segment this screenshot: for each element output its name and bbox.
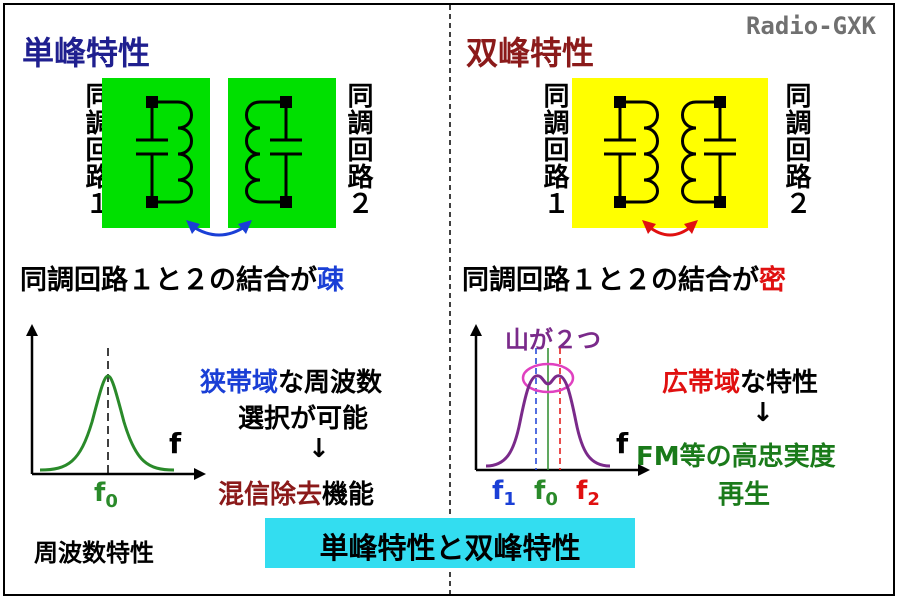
bottom-banner: 単峰特性と双峰特性 xyxy=(265,518,635,568)
right-peaks-ellipse xyxy=(521,362,575,394)
right-circuit2-label: 同調回路２ xyxy=(781,82,811,217)
right-circuit1-label: 同調回路１ xyxy=(539,82,569,217)
left-coupling-line: 同調回路１と２の結合が疎 xyxy=(20,258,344,297)
right-axis-f: f xyxy=(616,427,629,460)
left-desc-line1: 狭帯域な周波数 xyxy=(200,362,382,399)
watermark: Radio-GXK xyxy=(745,12,876,40)
right-f0: f0 xyxy=(534,476,558,510)
right-circuit-bg xyxy=(572,78,768,228)
left-coupling-text: 同調回路１と２の結合が xyxy=(20,265,317,296)
left-desc-rest4: 機能 xyxy=(322,480,375,510)
right-desc-rest1: な特性 xyxy=(740,368,819,398)
right-f2-sub: 2 xyxy=(587,489,600,511)
right-desc-line1: 広帯域な特性 xyxy=(662,362,818,399)
right-double-peak-curve xyxy=(485,374,611,468)
left-circuit-diagram xyxy=(102,78,336,237)
right-desc-highlight1: 広帯域 xyxy=(662,368,741,398)
left-coupling-word: 疎 xyxy=(317,265,344,296)
right-f2: f2 xyxy=(576,476,600,510)
right-f2-label: f xyxy=(576,476,588,506)
right-coupling-line: 同調回路１と２の結合が密 xyxy=(462,258,786,297)
left-f0-label: f xyxy=(94,478,106,508)
left-desc-line4: 混信除去機能 xyxy=(218,474,374,511)
left-coupling-arrow xyxy=(186,220,252,237)
right-coupling-text: 同調回路１と２の結合が xyxy=(462,265,759,296)
right-frequency-graph xyxy=(470,324,650,476)
left-desc-highlight1: 狭帯域 xyxy=(200,368,279,398)
right-coupling-arrow xyxy=(642,220,698,237)
left-tank1-schematic xyxy=(136,100,193,204)
right-desc-line3: FM等の高忠実度 xyxy=(636,442,836,472)
right-tank1-schematic xyxy=(604,100,659,204)
right-title: 双峰特性 xyxy=(466,34,595,72)
bottom-banner-text: 単峰特性と双峰特性 xyxy=(319,531,581,565)
right-peaks-label: 山が２つ xyxy=(505,326,601,354)
left-tank2-schematic xyxy=(245,100,302,204)
right-desc-line4: 再生 xyxy=(718,480,771,510)
left-desc-highlight4: 混信除去 xyxy=(218,480,323,510)
left-f0: f0 xyxy=(94,478,118,512)
right-desc-arrow: ↓ xyxy=(752,398,774,428)
right-f0-sub: 0 xyxy=(545,489,558,511)
left-f0-sub: 0 xyxy=(105,491,118,513)
right-circuit-diagram xyxy=(572,78,768,237)
left-axis-f: f xyxy=(169,427,182,460)
left-desc-line2: 選択が可能 xyxy=(238,404,369,434)
left-graph-caption: 周波数特性 xyxy=(34,539,154,567)
left-frequency-graph xyxy=(26,324,206,480)
right-tank2-schematic xyxy=(681,100,736,204)
left-circuit2-label: 同調回路２ xyxy=(343,82,373,217)
right-f1: f1 xyxy=(492,476,516,510)
right-f1-sub: 1 xyxy=(503,489,516,511)
left-desc-rest1: な周波数 xyxy=(278,368,383,398)
right-f1-label: f xyxy=(492,476,504,506)
left-single-peak-curve xyxy=(39,374,175,472)
right-coupling-word: 密 xyxy=(759,265,786,296)
right-f0-label: f xyxy=(534,476,546,506)
left-title: 単峰特性 xyxy=(22,34,151,72)
left-desc-arrow: ↓ xyxy=(308,434,330,464)
